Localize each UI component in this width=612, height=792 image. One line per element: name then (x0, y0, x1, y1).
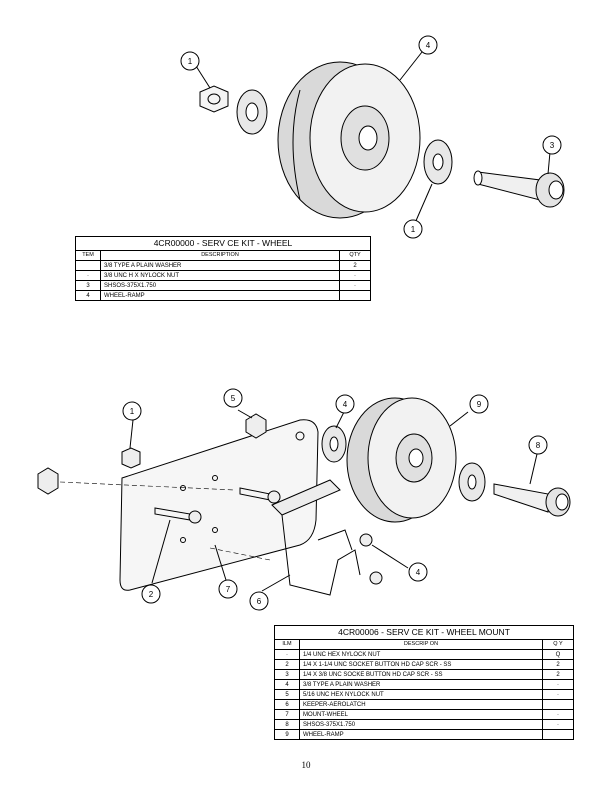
table-row: 4 3/8 TYPE A PLAIN WASHER · (274, 679, 574, 690)
wheel-part-2 (346, 397, 457, 523)
hex-nut-part (199, 85, 229, 113)
header-item: TEM (75, 250, 101, 261)
row-qty: 2 (542, 659, 574, 670)
row-qty: · (339, 280, 371, 291)
row-item: 9 (274, 729, 300, 740)
row-qty: Q (542, 649, 574, 660)
row-qty: · (339, 270, 371, 281)
row-item: 3 (274, 669, 300, 680)
page-number: 10 (301, 760, 311, 770)
table-row: 3 1/4 X 3/8 UNC SOCKE BUTTON HD CAP SCR … (274, 669, 574, 680)
table-row: 3/8 TYPE A PLAIN WASHER 2 (75, 260, 371, 271)
row-item: 7 (274, 709, 300, 720)
row-item: 3 (75, 280, 101, 291)
table-row: 3 SHSOS-375X1.750 · (75, 280, 371, 291)
diagram1-parts (195, 51, 565, 224)
button-screw-a (359, 533, 373, 547)
row-item: 4 (274, 679, 300, 690)
diagram2-parts (37, 397, 571, 596)
callout-label: 8 (536, 441, 541, 450)
row-description: MOUNT-WHEEL (299, 709, 543, 720)
header-description: DESCRIPTION (100, 250, 340, 261)
table-title: 4CR00006 - SERV CE KIT - WHEEL MOUNT (274, 625, 574, 640)
row-description: SHSOS-375X1.750 (100, 280, 340, 291)
callout-labels: 1 4 3 1 1 5 4 9 8 2 7 6 4 (130, 41, 555, 606)
row-description: 3/8 UNC H X NYLOCK NUT (100, 270, 340, 281)
table-title: 4CR00000 - SERV CE KIT - WHEEL (75, 236, 371, 251)
shoulder-bolt-part (473, 170, 565, 208)
callout-label: 5 (231, 394, 236, 403)
hex-nut-left (37, 467, 59, 495)
header-qty: Q Y (542, 639, 574, 650)
callout-label: 3 (550, 141, 555, 150)
table-row: 6 KEEPER-AEROLATCH (274, 699, 574, 710)
keeper-aerolatch-part (271, 479, 361, 596)
row-qty: · (542, 709, 574, 720)
row-item (75, 260, 101, 271)
row-description: 1/4 X 1-1/4 UNC SOCKET BUTTON HD CAP SCR… (299, 659, 543, 670)
row-qty: 2 (542, 669, 574, 680)
row-item: 2 (274, 659, 300, 670)
shoulder-bolt-part-2 (493, 483, 571, 517)
row-qty: · (542, 689, 574, 700)
callout-label: 4 (343, 400, 348, 409)
washer-part-3 (321, 425, 347, 463)
hex-nut-5 (245, 413, 267, 439)
row-item: 5 (274, 689, 300, 700)
mount-wheel-plate (119, 419, 319, 591)
row-item: 4 (75, 290, 101, 301)
row-description: 1/4 UNC HEX NYLOCK NUT (299, 649, 543, 660)
callout-label: 4 (416, 568, 421, 577)
table-row: 4 WHEEL-RAMP (75, 290, 371, 301)
socket-screw-2 (154, 507, 202, 524)
row-qty (542, 729, 574, 740)
socket-screw-long (239, 487, 281, 504)
callout-label: 2 (149, 590, 154, 599)
table-row: · 1/4 UNC HEX NYLOCK NUT Q (274, 649, 574, 660)
row-item: 6 (274, 699, 300, 710)
header-item: ILM (274, 639, 300, 650)
header-description: DESCRIP ON (299, 639, 543, 650)
washer-part (236, 89, 268, 135)
wheel-part (277, 61, 421, 219)
row-item: 8 (274, 719, 300, 730)
header-qty: QTY (339, 250, 371, 261)
table-row: 5 5/16 UNC HEX NYLOCK NUT · (274, 689, 574, 700)
callout-label: 1 (411, 225, 416, 234)
callout-label: 1 (188, 57, 193, 66)
table-row: 9 WHEEL-RAMP (274, 729, 574, 740)
row-qty (339, 290, 371, 301)
table-row: 7 MOUNT-WHEEL · (274, 709, 574, 720)
row-description: WHEEL-RAMP (100, 290, 340, 301)
row-qty: 2 (339, 260, 371, 271)
callout-circles (122, 35, 562, 611)
row-description: 5/16 UNC HEX NYLOCK NUT (299, 689, 543, 700)
hex-nut-small (121, 447, 141, 469)
button-screw-b (369, 571, 383, 585)
callout-label: 1 (130, 407, 135, 416)
table-row: 2 1/4 X 1-1/4 UNC SOCKET BUTTON HD CAP S… (274, 659, 574, 670)
callout-label: 9 (477, 400, 482, 409)
callout-label: 7 (226, 585, 231, 594)
row-item: · (75, 270, 101, 281)
row-description: 1/4 X 3/8 UNC SOCKE BUTTON HD CAP SCR - … (299, 669, 543, 680)
table-row: · 3/8 UNC H X NYLOCK NUT · (75, 270, 371, 281)
washer-part-2 (423, 139, 453, 185)
row-description: 3/8 TYPE A PLAIN WASHER (100, 260, 340, 271)
row-description: 3/8 TYPE A PLAIN WASHER (299, 679, 543, 690)
service-kit-wheel-table: 4CR00000 - SERV CE KIT - WHEEL TEM DESCR… (75, 236, 371, 301)
callout-label: 6 (257, 597, 262, 606)
row-qty (542, 699, 574, 710)
callout-label: 4 (426, 41, 431, 50)
row-qty: · (542, 719, 574, 730)
washer-part-4 (458, 462, 486, 502)
row-description: KEEPER-AEROLATCH (299, 699, 543, 710)
row-description: SHSOS-375X1.750 (299, 719, 543, 730)
table-row: 8 SHSOS-375X1.750 · (274, 719, 574, 730)
row-item: · (274, 649, 300, 660)
row-qty: · (542, 679, 574, 690)
service-kit-wheel-mount-table: 4CR00006 - SERV CE KIT - WHEEL MOUNT ILM… (274, 625, 574, 740)
row-description: WHEEL-RAMP (299, 729, 543, 740)
